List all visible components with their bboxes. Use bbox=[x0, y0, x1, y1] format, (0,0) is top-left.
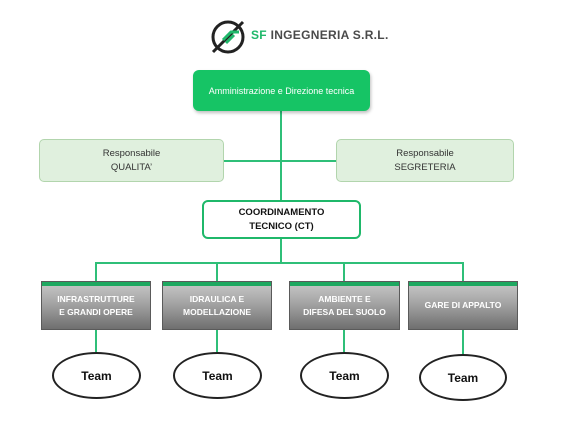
connector-team3 bbox=[343, 330, 345, 352]
company-legal-name: INGEGNERIA S.R.L. bbox=[270, 28, 389, 42]
node-coordinamento-tecnico: COORDINAMENTO TECNICO (CT) bbox=[202, 200, 361, 239]
node-dept-gare-appalto: GARE DI APPALTO bbox=[408, 281, 518, 330]
node-label-line1: AMBIENTE E bbox=[318, 293, 371, 304]
connector-dept2 bbox=[216, 262, 218, 281]
node-team: Team bbox=[300, 352, 389, 399]
node-dept-idraulica: IDRAULICA E MODELLAZIONE bbox=[162, 281, 272, 330]
node-label-line2: DIFESA DEL SUOLO bbox=[303, 306, 386, 317]
node-label-line1: INFRASTRUTTURE bbox=[57, 293, 135, 304]
company-logo-icon bbox=[211, 20, 245, 54]
connector-top-to-ct bbox=[280, 111, 282, 200]
connector-dept4 bbox=[462, 262, 464, 281]
connector-dept3 bbox=[343, 262, 345, 281]
node-team: Team bbox=[419, 354, 507, 401]
company-name: SF INGEGNERIA S.R.L. bbox=[251, 28, 389, 42]
connector-dept1 bbox=[95, 262, 97, 281]
node-label-line1: Responsabile bbox=[396, 147, 454, 159]
connector-team1 bbox=[95, 330, 97, 352]
node-label-line2: SEGRETERIA bbox=[394, 161, 456, 173]
node-amministrazione-label: Amministrazione e Direzione tecnica bbox=[208, 85, 355, 96]
connector-team2 bbox=[216, 330, 218, 352]
node-label-line1: COORDINAMENTO bbox=[238, 206, 325, 218]
node-responsabile-segreteria: Responsabile SEGRETERIA bbox=[336, 139, 514, 182]
node-label-line1: IDRAULICA E bbox=[189, 293, 245, 304]
team-label: Team bbox=[447, 370, 479, 385]
node-label-line1: GARE DI APPALTO bbox=[424, 300, 502, 310]
node-team: Team bbox=[173, 352, 262, 399]
connector-ct-down bbox=[280, 239, 282, 263]
connector-team4 bbox=[462, 330, 464, 354]
node-label-line2: E GRANDI OPERE bbox=[59, 306, 133, 317]
node-dept-infrastrutture: INFRASTRUTTURE E GRANDI OPERE bbox=[41, 281, 151, 330]
team-label: Team bbox=[202, 368, 233, 383]
node-label-line1: Responsabile bbox=[102, 147, 161, 159]
connector-responsabili bbox=[224, 160, 336, 162]
node-label-line2: QUALITA’ bbox=[110, 161, 153, 173]
node-label-line2: TECNICO (CT) bbox=[249, 220, 314, 232]
team-label: Team bbox=[81, 368, 112, 383]
node-amministrazione: Amministrazione e Direzione tecnica bbox=[193, 70, 370, 111]
connector-departments-bar bbox=[95, 262, 464, 264]
node-label-line2: MODELLAZIONE bbox=[183, 306, 251, 317]
node-dept-ambiente: AMBIENTE E DIFESA DEL SUOLO bbox=[289, 281, 400, 330]
team-label: Team bbox=[329, 368, 360, 383]
node-responsabile-qualita: Responsabile QUALITA’ bbox=[39, 139, 224, 182]
company-brand: SF bbox=[251, 28, 267, 42]
node-team: Team bbox=[52, 352, 141, 399]
